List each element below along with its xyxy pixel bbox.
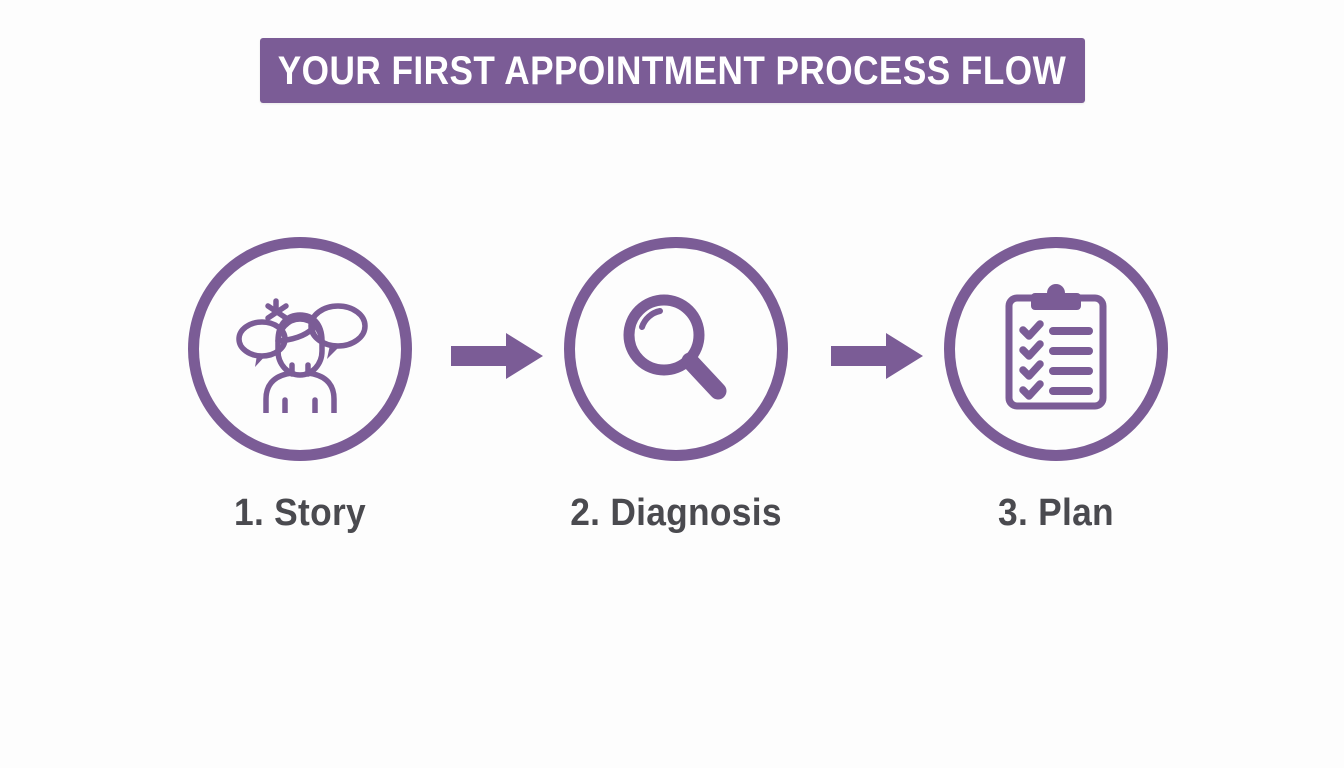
step-circle-diagnosis	[564, 237, 788, 461]
flow-step-plan[interactable]: 3. Plan	[926, 237, 1186, 532]
arrow-right-icon-1	[451, 333, 543, 379]
flow-row: 1. Story 2. Diagnosis	[0, 237, 1344, 547]
step-label-diagnosis: 2. Diagnosis	[570, 492, 782, 534]
title-banner: YOUR FIRST APPOINTMENT PROCESS FLOW	[260, 38, 1085, 103]
step-label-story: 1. Story	[234, 492, 366, 534]
clipboard-checklist-icon	[1005, 284, 1107, 410]
step-circle-plan	[944, 237, 1168, 461]
page-title: YOUR FIRST APPOINTMENT PROCESS FLOW	[278, 48, 1067, 93]
flow-step-story[interactable]: 1. Story	[170, 237, 430, 532]
arrow-right-icon-2	[831, 333, 923, 379]
step-label-plan: 3. Plan	[998, 492, 1114, 534]
magnifying-glass-icon	[623, 294, 727, 400]
flow-step-diagnosis[interactable]: 2. Diagnosis	[546, 237, 806, 532]
person-speech-bubbles-icon	[236, 298, 368, 413]
step-circle-story	[188, 237, 412, 461]
